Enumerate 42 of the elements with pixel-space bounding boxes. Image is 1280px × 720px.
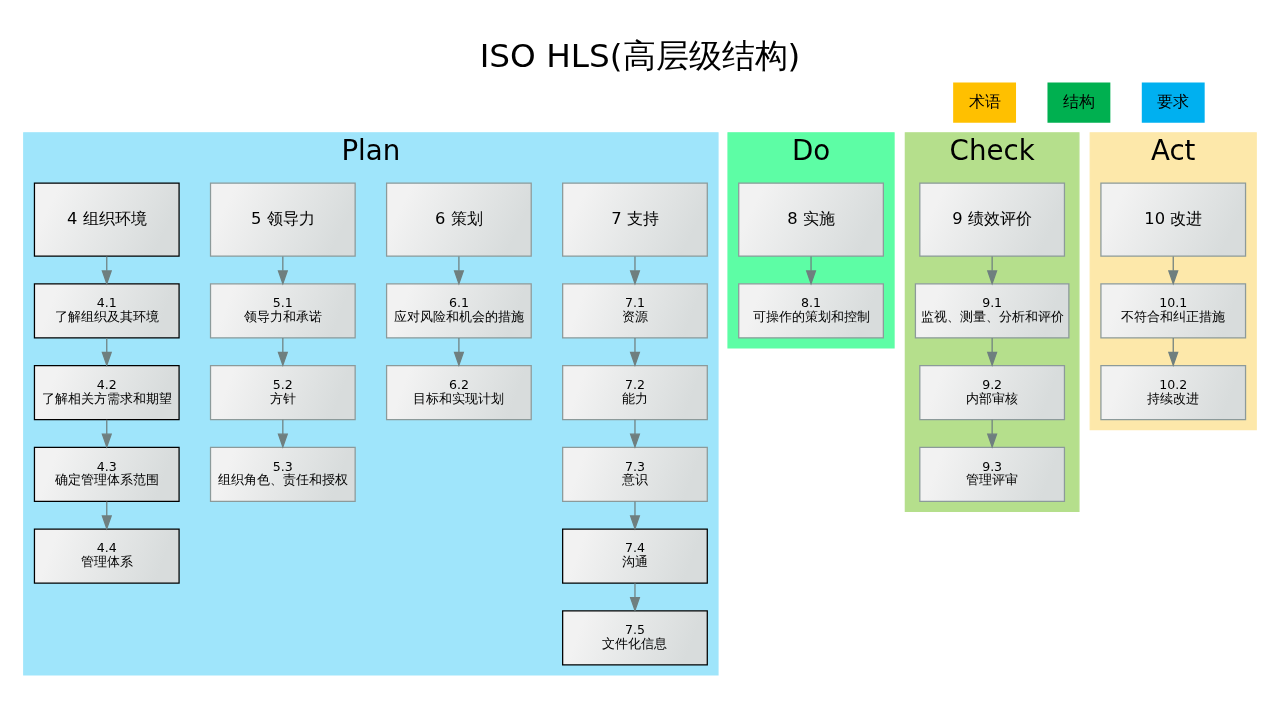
node-box: 5 领导力 bbox=[209, 182, 356, 257]
legend-label: 结构 bbox=[1062, 91, 1095, 111]
arrow bbox=[629, 336, 641, 367]
diagram-title: ISO HLS(高层级结构) bbox=[479, 36, 801, 75]
node-box: 9 绩效评价 bbox=[919, 182, 1066, 257]
node-box: 4.4 管理体系 bbox=[33, 527, 180, 584]
arrow bbox=[986, 418, 998, 449]
node-box: 5.3 组织角色、责任和授权 bbox=[209, 446, 356, 502]
node-box: 8.1 可操作的策划和控制 bbox=[738, 282, 884, 338]
node-box: 6 策划 bbox=[385, 182, 532, 257]
node-box: 6.1 应对风险和机会的措施 bbox=[385, 282, 532, 338]
node-box: 4.3 确定管理体系范围 bbox=[33, 446, 180, 502]
arrow bbox=[629, 255, 641, 285]
node-box: 10.2 持续改进 bbox=[1100, 364, 1247, 420]
arrow bbox=[629, 418, 641, 449]
arrow bbox=[453, 255, 465, 285]
node-box: 7.2 能力 bbox=[562, 364, 708, 420]
node-box: 10 改进 bbox=[1100, 182, 1247, 257]
node-box: 4 组织环境 bbox=[33, 182, 180, 257]
arrow bbox=[805, 255, 817, 285]
legend-label: 要求 bbox=[1157, 91, 1190, 111]
node-box: 4.2 了解相关方需求和期望 bbox=[33, 364, 180, 420]
node-box: 9.3 管理评审 bbox=[919, 446, 1066, 502]
node-box: 5.2 方针 bbox=[209, 364, 356, 420]
node-box: 5.1 领导力和承诺 bbox=[209, 282, 356, 338]
arrow bbox=[629, 582, 641, 612]
node-box: 7.5 文件化信息 bbox=[562, 609, 708, 665]
arrow bbox=[453, 336, 465, 367]
node-box: 7 支持 bbox=[562, 182, 708, 257]
legend-label: 术语 bbox=[968, 91, 1001, 111]
node-box: 8 实施 bbox=[738, 182, 884, 257]
node-box: 9.2 内部审核 bbox=[919, 364, 1066, 420]
arrow bbox=[629, 500, 641, 530]
node-box: 6.2 目标和实现计划 bbox=[385, 364, 532, 420]
arrow bbox=[986, 336, 998, 367]
node-box: 7.1 资源 bbox=[562, 282, 708, 338]
node-box: 10.1 不符合和纠正措施 bbox=[1100, 282, 1247, 338]
node-box: 7.3 意识 bbox=[562, 446, 708, 502]
arrow bbox=[986, 255, 998, 285]
node-box: 9.1 监视、测量、分析和评价 bbox=[914, 282, 1070, 338]
node-box: 4.1 了解组织及其环境 bbox=[33, 282, 180, 338]
node-box: 7.4 沟通 bbox=[562, 527, 708, 584]
